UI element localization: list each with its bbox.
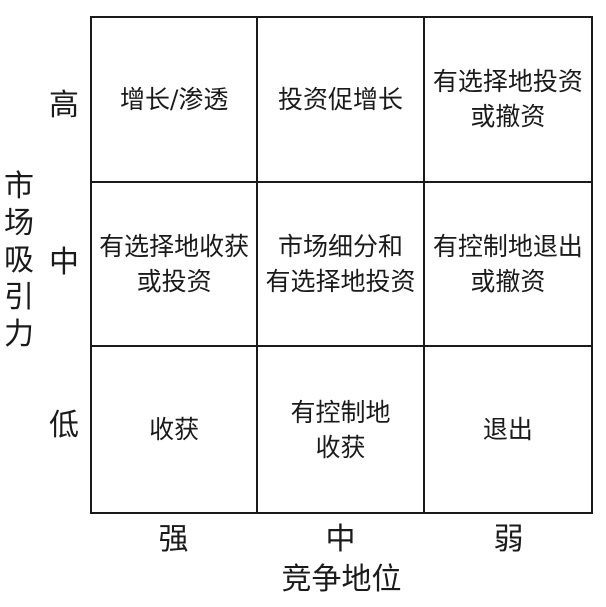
matrix-cell-text: 退出 bbox=[482, 415, 533, 445]
y-axis-title-char: 市 bbox=[4, 169, 34, 204]
matrix-cell-text: 有控制地 收获 bbox=[290, 397, 391, 462]
matrix-cell-text: 有选择地收获 或投资 bbox=[99, 231, 250, 296]
matrix-cell-low-medium: 有控制地 收获 bbox=[258, 347, 425, 512]
matrix-cell-low-strong: 收获 bbox=[92, 347, 259, 512]
matrix-cell-text: 有控制地退出 或撤资 bbox=[432, 231, 583, 296]
matrix-cell-text: 收获 bbox=[149, 415, 200, 445]
col-label-medium: 中 bbox=[325, 522, 356, 557]
row-label-medium: 中 bbox=[49, 245, 79, 280]
strategy-matrix: 增长/渗透 投资促增长 有选择地投资 或撤资 有选择地收获 或投资 市场细分和 … bbox=[90, 16, 593, 514]
y-axis-title: 市 场 吸 引 力 bbox=[2, 168, 36, 352]
col-label-weak: 弱 bbox=[493, 522, 524, 557]
y-axis-title-char: 场 bbox=[4, 206, 34, 241]
matrix-cell-low-weak: 退出 bbox=[425, 347, 591, 512]
matrix-cell-high-strong: 增长/渗透 bbox=[92, 18, 259, 183]
matrix-cell-medium-weak: 有控制地退出 或撤资 bbox=[424, 183, 591, 348]
matrix-cell-text: 市场细分和 有选择地投资 bbox=[265, 231, 416, 296]
y-axis-title-char: 吸 bbox=[4, 243, 34, 278]
x-axis-title: 竞争地位 bbox=[281, 562, 402, 597]
matrix-cell-text: 有选择地投资 或撤资 bbox=[432, 67, 583, 132]
matrix-cell-medium-strong: 有选择地收获 或投资 bbox=[92, 182, 259, 348]
row-label-low: 低 bbox=[49, 408, 79, 443]
col-label-strong: 强 bbox=[158, 522, 189, 557]
matrix-cell-high-medium: 投资促增长 bbox=[258, 18, 425, 183]
matrix-cell-high-weak: 有选择地投资 或撤资 bbox=[424, 18, 591, 183]
y-axis-title-char: 力 bbox=[4, 317, 34, 352]
matrix-cell-text: 投资促增长 bbox=[277, 84, 403, 114]
y-axis-title-char: 引 bbox=[4, 280, 34, 315]
matrix-cell-medium-medium: 市场细分和 有选择地投资 bbox=[258, 182, 425, 348]
row-label-high: 高 bbox=[49, 88, 79, 123]
matrix-cell-text: 增长/渗透 bbox=[119, 84, 229, 114]
